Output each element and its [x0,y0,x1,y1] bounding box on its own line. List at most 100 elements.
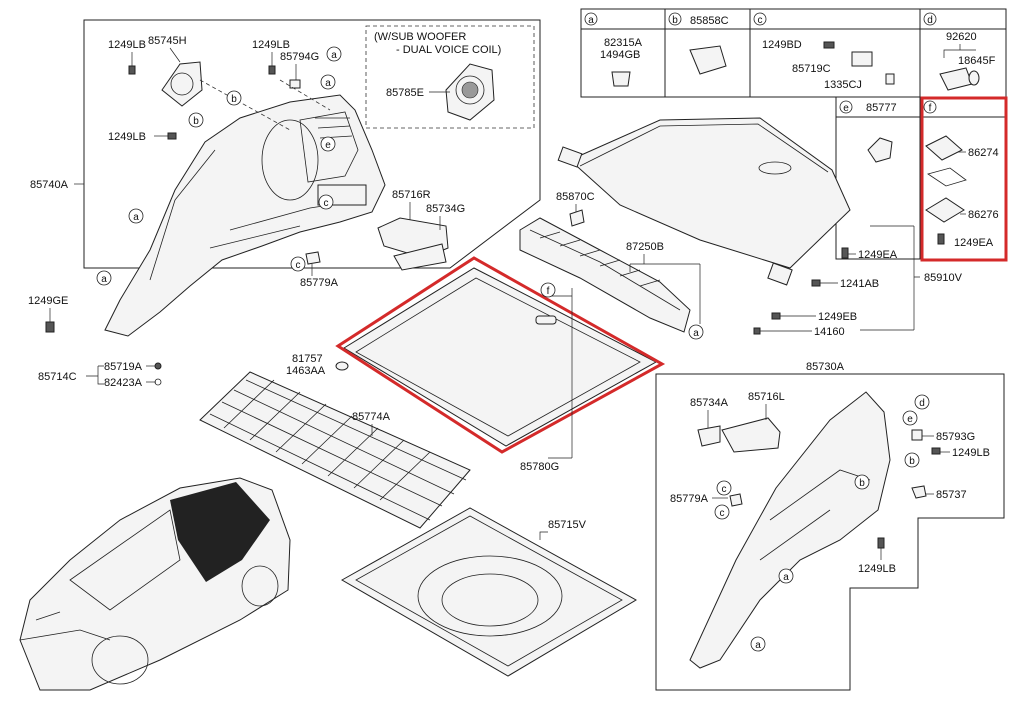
label-81757: 81757 [292,353,323,365]
legend-cell-e: e 85777 [839,100,897,163]
callout-a: a [778,568,794,584]
callout-c: c [290,256,306,272]
legend-letter-a: a [588,15,594,26]
subwoofer-option-box [365,25,535,129]
legend-cell-f: f 86274 86276 1249EA [923,100,999,249]
legend-cell-c: c 1249BD 85719C 1335CJ [753,12,895,91]
label-85737: 85737 [936,489,967,501]
callout-letter: c [722,484,727,495]
screw-icon [841,247,849,259]
callout-b: b [854,474,870,490]
callout-letter: a [783,572,789,583]
clip-85779A [305,251,321,265]
screw-icon [45,321,55,333]
screw-icon [811,279,821,287]
callout-markers: a a b b e c a a c f a d e b b c c a a [96,46,930,652]
quarter-trim-lh [104,94,386,337]
callout-letter: b [909,456,915,467]
clip-85793G [911,429,923,441]
label-85779A-right: 85779A [670,493,709,505]
callout-e: e [320,136,336,152]
label-85793G: 85793G [936,431,975,443]
subwoofer-note-line2: - DUAL VOICE COIL) [396,44,501,56]
callout-letter: a [693,328,699,339]
callout-a: a [688,324,704,340]
label-82423A: 82423A [104,377,143,389]
callout-letter: c [720,508,725,519]
subwoofer-note-line1: (W/SUB WOOFER [374,31,466,43]
screw-icon [771,312,781,320]
legend-c-part-1: 1249BD [762,39,802,51]
highlight-box-legend-f [920,96,1008,262]
label-85734G: 85734G [426,203,465,215]
washer-icon [154,378,162,386]
callout-a: a [128,208,144,224]
callout-a: a [320,74,336,90]
label-85745H: 85745H [148,35,187,47]
callout-letter: f [547,286,550,297]
callout-b: b [226,90,242,106]
luggage-tray-85715V [340,507,638,677]
callout-letter: b [231,94,237,105]
label-85740A: 85740A [30,179,69,191]
clip-82315A [611,71,631,87]
bumper-81757 [335,361,349,371]
legend-d-part-1: 92620 [946,31,977,43]
callout-c: c [716,480,732,496]
screw-icon [937,233,945,245]
callout-a: a [96,270,112,286]
legend-f-part-3: 1249EA [954,237,994,249]
cover-85716L [697,417,781,453]
legend-b-part-1: 85858C [690,15,729,27]
screw-icon [753,327,761,335]
legend-c-part-3: 1335CJ [824,79,862,91]
legend-f-part-2: 86276 [968,209,999,221]
label-85716R: 85716R [392,189,431,201]
label-85715V: 85715V [548,519,587,531]
label-85779A-left: 85779A [300,277,339,289]
callout-d: d [914,394,930,410]
label-1249LB-bottom: 1249LB [858,563,896,575]
legend-cell-b: b 85858C [668,12,729,75]
callout-letter: c [324,198,329,209]
cargo-net-85774A [199,371,471,529]
callout-letter: a [325,78,331,89]
callout-a: a [750,636,766,652]
legend-letter-b: b [672,15,678,26]
bracket-85719C [851,51,873,67]
screw-icon [128,65,136,75]
screw-icon [877,537,885,549]
callout-a: a [326,46,342,62]
callout-letter: b [859,478,865,489]
cargo-screen-85910V [557,117,851,286]
callout-letter: e [325,140,331,151]
callout-e: e [902,410,918,426]
lamp-92620 [939,67,973,91]
clip-85794G [289,79,301,89]
legend-letter-d: d [927,15,933,26]
callout-letter: a [755,640,761,651]
label-14160: 14160 [814,326,845,338]
label-85870C: 85870C [556,191,595,203]
screw-icon [931,447,941,455]
clip-icon [154,362,162,370]
label-87250B: 87250B [626,241,664,253]
label-1249LB-top-mid: 1249LB [252,39,290,51]
legend-letter-c: c [758,15,763,26]
hook-85737 [911,485,927,499]
callout-letter: a [101,274,107,285]
screw-icon [268,65,276,75]
clip-85858C [689,45,727,75]
left-trim-frame [83,19,541,269]
legend-letter-f: f [929,103,932,114]
callout-c: c [714,504,730,520]
cover-85716R [377,217,449,271]
label-1249EA-screen: 1249EA [858,249,898,261]
clip-85779A-right [729,493,743,507]
screw-icon [167,132,177,140]
callout-b: b [188,112,204,128]
legend-cell-a: a 82315A 1494GB [584,12,643,87]
label-1249EB: 1249EB [818,311,857,323]
